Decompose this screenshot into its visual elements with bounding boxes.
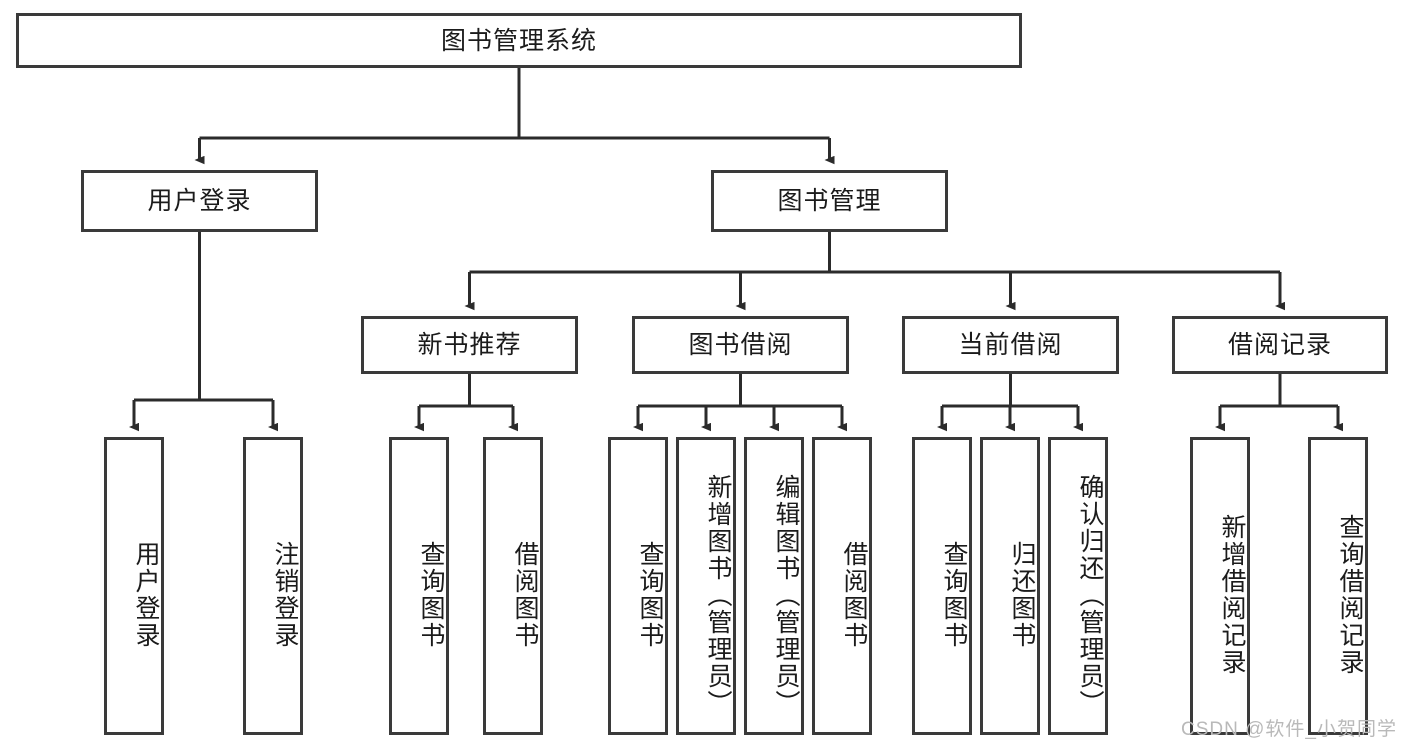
node-label: 用户登录: [132, 541, 160, 649]
node-current-borrow[interactable]: 当前借阅: [902, 316, 1119, 374]
node-leaf-borrow-book-a[interactable]: 借阅图书: [483, 437, 543, 735]
node-label: 查询图书: [636, 541, 664, 649]
node-label: 编辑图书（管理员）: [772, 473, 800, 717]
node-label: 图书管理系统: [440, 26, 597, 55]
node-user-login[interactable]: 用户登录: [81, 170, 318, 232]
node-borrow-record[interactable]: 借阅记录: [1172, 316, 1388, 374]
node-leaf-confirm-return[interactable]: 确认归还（管理员）: [1048, 437, 1108, 735]
node-leaf-query-book-b[interactable]: 查询图书: [608, 437, 668, 735]
node-leaf-edit-book[interactable]: 编辑图书（管理员）: [744, 437, 804, 735]
node-label: 注销登录: [271, 541, 299, 649]
node-label: 新增借阅记录: [1218, 514, 1246, 676]
node-leaf-add-borrow-record[interactable]: 新增借阅记录: [1190, 437, 1250, 735]
csdn-watermark: CSDN @软件_小贺同学: [1181, 719, 1397, 740]
node-leaf-query-book-a[interactable]: 查询图书: [389, 437, 449, 735]
node-label: 归还图书: [1008, 541, 1036, 649]
node-label: 当前借阅: [958, 331, 1063, 359]
node-book-borrow[interactable]: 图书借阅: [632, 316, 849, 374]
node-leaf-add-book[interactable]: 新增图书（管理员）: [676, 437, 736, 735]
node-label: 图书借阅: [688, 331, 793, 359]
node-label: 查询借阅记录: [1336, 514, 1364, 676]
node-label: 借阅图书: [511, 541, 539, 649]
node-label: 新增图书（管理员）: [704, 473, 732, 717]
node-label: 确认归还（管理员）: [1076, 473, 1104, 717]
node-leaf-user-login[interactable]: 用户登录: [104, 437, 164, 735]
node-book-manage[interactable]: 图书管理: [711, 170, 948, 232]
node-label: 用户登录: [147, 187, 252, 215]
node-new-book-recommend[interactable]: 新书推荐: [361, 316, 578, 374]
node-label: 查询图书: [417, 541, 445, 649]
node-label: 查询图书: [940, 541, 968, 649]
node-leaf-return-book[interactable]: 归还图书: [980, 437, 1040, 735]
node-label: 借阅记录: [1227, 331, 1332, 359]
node-leaf-user-logout[interactable]: 注销登录: [243, 437, 303, 735]
node-label: 借阅图书: [840, 541, 868, 649]
node-label: 图书管理: [777, 187, 882, 215]
node-root[interactable]: 图书管理系统: [16, 13, 1022, 68]
node-leaf-query-book-c[interactable]: 查询图书: [912, 437, 972, 735]
node-leaf-query-borrow-record[interactable]: 查询借阅记录: [1308, 437, 1368, 735]
node-leaf-borrow-book-b[interactable]: 借阅图书: [812, 437, 872, 735]
node-label: 新书推荐: [417, 331, 522, 359]
